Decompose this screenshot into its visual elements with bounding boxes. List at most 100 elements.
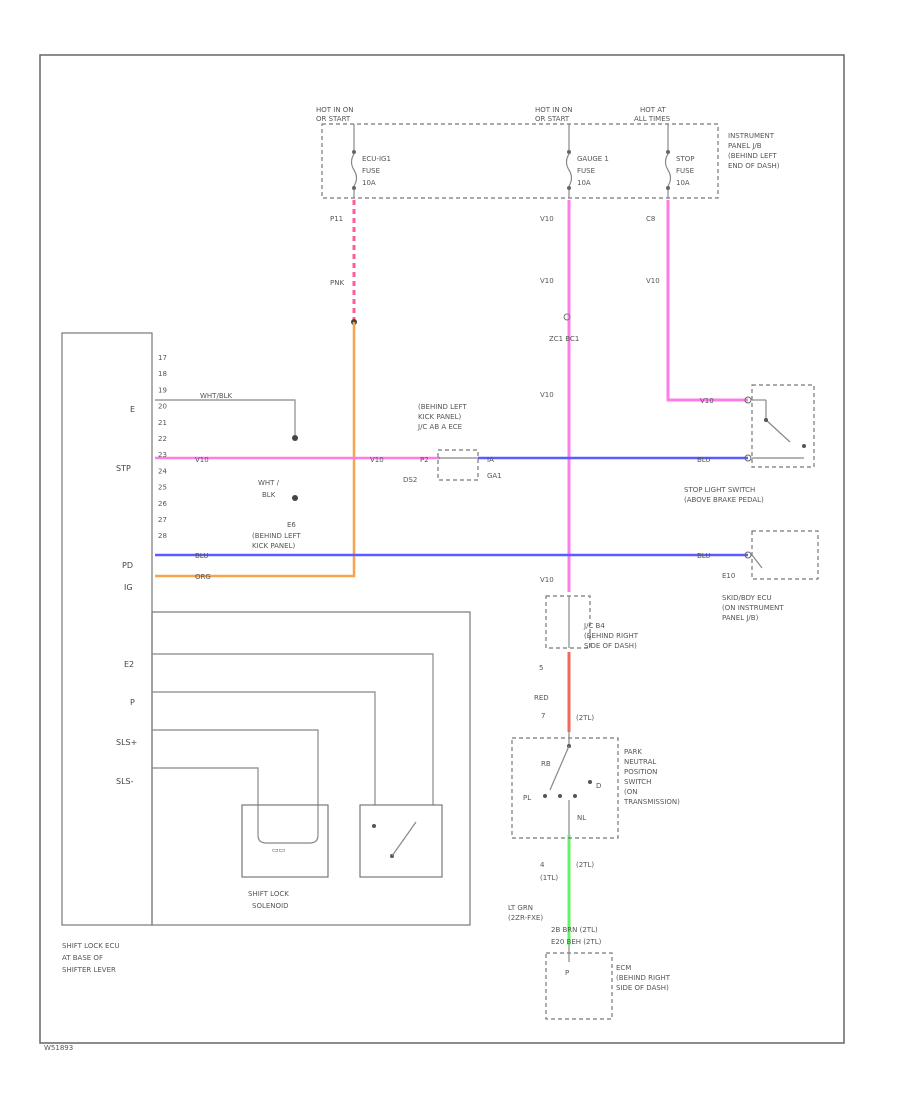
- jc-b4: J/C B4 (BEHIND RIGHT SIDE OF DASH): [545, 595, 639, 650]
- svg-text:P: P: [565, 969, 569, 977]
- svg-text:SHIFT LOCK: SHIFT LOCK: [248, 890, 289, 898]
- svg-text:SWITCH: SWITCH: [624, 778, 651, 786]
- ecu-pin-number: 17: [158, 354, 167, 362]
- svg-text:10A: 10A: [676, 179, 690, 187]
- svg-text:SHIFT LOCK ECU: SHIFT LOCK ECU: [62, 942, 119, 950]
- ecu-pin-number: 21: [158, 419, 167, 427]
- svg-text:4: 4: [540, 861, 545, 869]
- svg-text:(BEHIND LEFT: (BEHIND LEFT: [418, 403, 467, 411]
- svg-text:(2TL): (2TL): [576, 714, 594, 722]
- ecu-pin-number: 18: [158, 370, 167, 378]
- svg-text:BLU: BLU: [697, 552, 710, 560]
- svg-text:ZC1 BC1: ZC1 BC1: [549, 335, 579, 343]
- svg-text:PNK: PNK: [330, 279, 344, 287]
- svg-text:V10: V10: [540, 215, 554, 223]
- svg-text:(ON INSTRUMENT: (ON INSTRUMENT: [722, 604, 784, 612]
- diagram-frame: [39, 54, 845, 1044]
- fuse-gauge1: GAUGE 1 FUSE 10A: [565, 124, 609, 198]
- p-switch-contact: [391, 821, 417, 857]
- svg-text:7: 7: [541, 712, 545, 720]
- svg-text:(BEHIND RIGHT: (BEHIND RIGHT: [616, 974, 671, 982]
- svg-text:E10: E10: [722, 572, 735, 580]
- svg-text:NL: NL: [577, 814, 586, 822]
- ecu-pin-number: 28: [158, 532, 167, 540]
- svg-text:ORG: ORG: [195, 573, 211, 581]
- ecu-pin-number: 20: [158, 403, 167, 411]
- svg-text:KICK PANEL): KICK PANEL): [418, 413, 461, 421]
- svg-text:10A: 10A: [577, 179, 591, 187]
- svg-text:SIDE OF DASH): SIDE OF DASH): [584, 642, 637, 650]
- svg-text:SHIFTER LEVER: SHIFTER LEVER: [62, 966, 116, 974]
- svg-text:FUSE: FUSE: [577, 167, 595, 175]
- svg-text:FUSE: FUSE: [362, 167, 380, 175]
- svg-text:E: E: [130, 405, 135, 414]
- svg-text:J/C AB A ECE: J/C AB A ECE: [417, 423, 462, 431]
- svg-text:PD: PD: [122, 561, 133, 570]
- svg-text:V10: V10: [540, 277, 554, 285]
- svg-text:(2ZR-FXE): (2ZR-FXE): [508, 914, 543, 922]
- fuse-ecu-ig1: ECU-IG1 FUSE 10A: [350, 124, 391, 198]
- jb-location-3: (BEHIND LEFT: [728, 152, 777, 160]
- svg-text:AT BASE OF: AT BASE OF: [62, 954, 103, 962]
- ground-dot-2: [292, 495, 298, 501]
- ecu-pin-number: 27: [158, 516, 167, 524]
- svg-text:BLU: BLU: [697, 456, 710, 464]
- svg-text:(BEHIND RIGHT: (BEHIND RIGHT: [584, 632, 639, 640]
- svg-text:(ABOVE BRAKE PEDAL): (ABOVE BRAKE PEDAL): [684, 496, 764, 504]
- svg-text:V10: V10: [370, 456, 384, 464]
- wire-orange: [155, 322, 356, 578]
- stop-light-switch: STOP LIGHT SWITCH (ABOVE BRAKE PEDAL): [684, 384, 815, 504]
- svg-text:SIDE OF DASH): SIDE OF DASH): [616, 984, 669, 992]
- ecu-pin-number: 22: [158, 435, 167, 443]
- hot-label-left-2: OR START: [316, 115, 351, 123]
- hot-label-mid-2: OR START: [535, 115, 570, 123]
- svg-text:LT GRN: LT GRN: [508, 904, 533, 912]
- svg-text:SKID/BDY ECU: SKID/BDY ECU: [722, 594, 772, 602]
- svg-text:(BEHIND LEFT: (BEHIND LEFT: [252, 532, 301, 540]
- svg-text:SLS-: SLS-: [116, 777, 134, 786]
- svg-text:BLU: BLU: [195, 552, 208, 560]
- svg-text:WHT/BLK: WHT/BLK: [200, 392, 233, 400]
- svg-text:RED: RED: [534, 694, 549, 702]
- svg-text:KICK PANEL): KICK PANEL): [252, 542, 295, 550]
- hot-label-mid-1: HOT IN ON: [535, 106, 573, 114]
- svg-text:10A: 10A: [362, 179, 376, 187]
- skid-ecu: E10 SKID/BDY ECU (ON INSTRUMENT PANEL J/…: [722, 530, 819, 622]
- splice-ring: [563, 313, 571, 321]
- solenoid-box: [241, 804, 329, 878]
- svg-text:2B BRN (2TL): 2B BRN (2TL): [551, 926, 598, 934]
- svg-text:V10: V10: [700, 397, 714, 405]
- svg-text:P2: P2: [420, 456, 429, 464]
- svg-text:V10: V10: [646, 277, 660, 285]
- svg-text:E20 BEH (2TL): E20 BEH (2TL): [551, 938, 602, 946]
- diagram-id: W51893: [44, 1044, 73, 1052]
- svg-text:E6: E6: [287, 521, 296, 529]
- junction-connector: (BEHIND LEFT KICK PANEL) J/C AB A ECE P2…: [403, 403, 502, 484]
- svg-text:GA1: GA1: [487, 472, 502, 480]
- ecu-pin-number: 25: [158, 484, 167, 492]
- jb-location-2: PANEL J/B: [728, 142, 762, 150]
- pnp-contact: [549, 745, 570, 791]
- svg-text:5: 5: [539, 664, 543, 672]
- hot-label-right-2: ALL TIMES: [634, 115, 671, 123]
- svg-text:ECU-IG1: ECU-IG1: [362, 155, 391, 163]
- ground-dot-1: [292, 435, 298, 441]
- instrument-panel-jb: [321, 123, 719, 199]
- svg-text:ECM: ECM: [616, 964, 631, 972]
- svg-text:POSITION: POSITION: [624, 768, 657, 776]
- ecu-pin-number: 19: [158, 386, 167, 394]
- svg-text:PARK: PARK: [624, 748, 642, 756]
- ecu-body: [61, 332, 153, 926]
- svg-text:(1TL): (1TL): [540, 874, 558, 882]
- ecu-pin-number: 24: [158, 467, 167, 475]
- wire-pink-stop: [666, 200, 748, 402]
- svg-text:V10: V10: [540, 576, 554, 584]
- svg-text:E2: E2: [124, 660, 134, 669]
- svg-text:STOP LIGHT SWITCH: STOP LIGHT SWITCH: [684, 486, 755, 494]
- hot-label-left-1: HOT IN ON: [316, 106, 354, 114]
- svg-text:▭▭: ▭▭: [272, 846, 285, 854]
- svg-text:IG: IG: [124, 583, 133, 592]
